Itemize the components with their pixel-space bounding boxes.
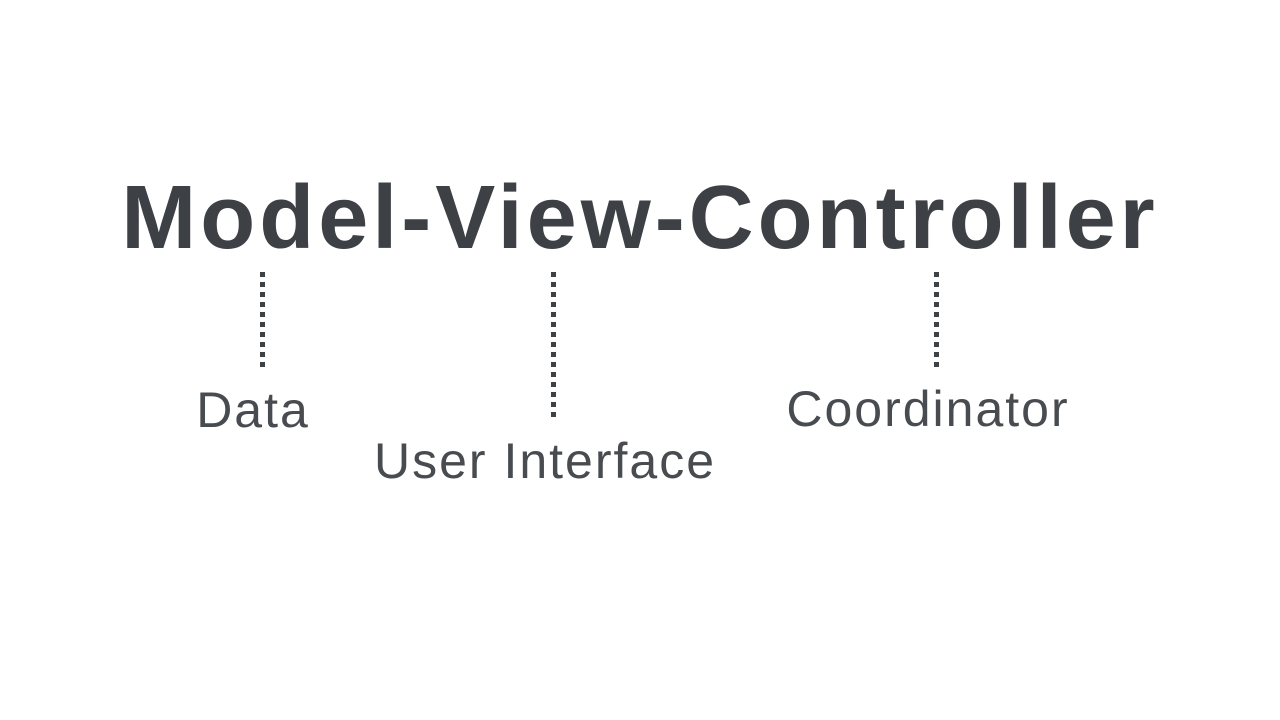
label-model-data: Data (196, 382, 310, 438)
label-view-user-interface: User Interface (373, 433, 717, 489)
label-controller-coordinator: Coordinator (786, 381, 1070, 437)
dotted-connector-view (551, 272, 556, 420)
dotted-connector-model (260, 272, 265, 372)
page-title: Model-View-Controller (121, 168, 1159, 268)
dotted-connector-controller (934, 272, 939, 372)
